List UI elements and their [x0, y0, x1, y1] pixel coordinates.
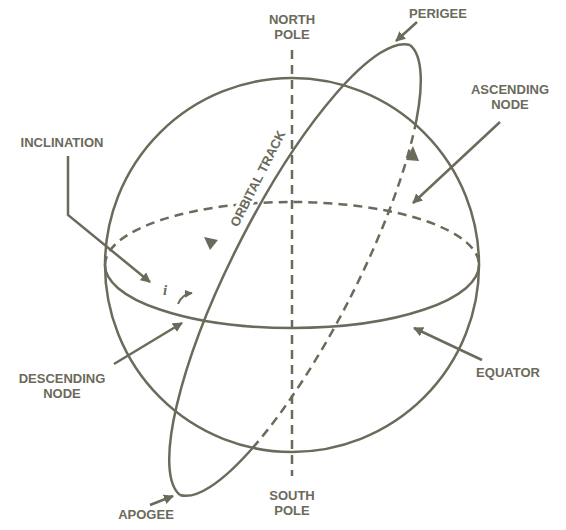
- inclination-arc: [178, 293, 192, 304]
- leader-line: [68, 156, 150, 282]
- diagram-label: INCLINATION: [21, 135, 104, 150]
- leader-line: [114, 323, 182, 364]
- orbit-front: [169, 44, 410, 495]
- diagram-label: NORTH POLE: [257, 12, 327, 42]
- orbit-direction-arrow: [204, 237, 218, 250]
- leader-line: [396, 22, 417, 41]
- polar-axis: [291, 50, 294, 476]
- diagram-label: ORBITAL TRACK: [226, 126, 289, 231]
- diagram-label: PERIGEE: [409, 6, 467, 21]
- leader-line: [150, 496, 173, 505]
- leader-line: [413, 122, 500, 203]
- equator-back: [105, 202, 479, 265]
- orbit-back-inside: [180, 45, 421, 496]
- equator-front: [105, 265, 479, 328]
- diagram-label: DESCENDING NODE: [12, 371, 112, 401]
- orbit-back-outside: [180, 45, 421, 496]
- diagram-label: APOGEE: [118, 507, 174, 522]
- diagram-label: ASCENDING NODE: [465, 82, 555, 112]
- orbit-direction-arrow: [406, 146, 419, 161]
- diagram-label: SOUTH POLE: [257, 488, 327, 518]
- leader-line: [414, 328, 482, 360]
- diagram-label: EQUATOR: [476, 365, 540, 380]
- diagram-label: i: [163, 283, 167, 298]
